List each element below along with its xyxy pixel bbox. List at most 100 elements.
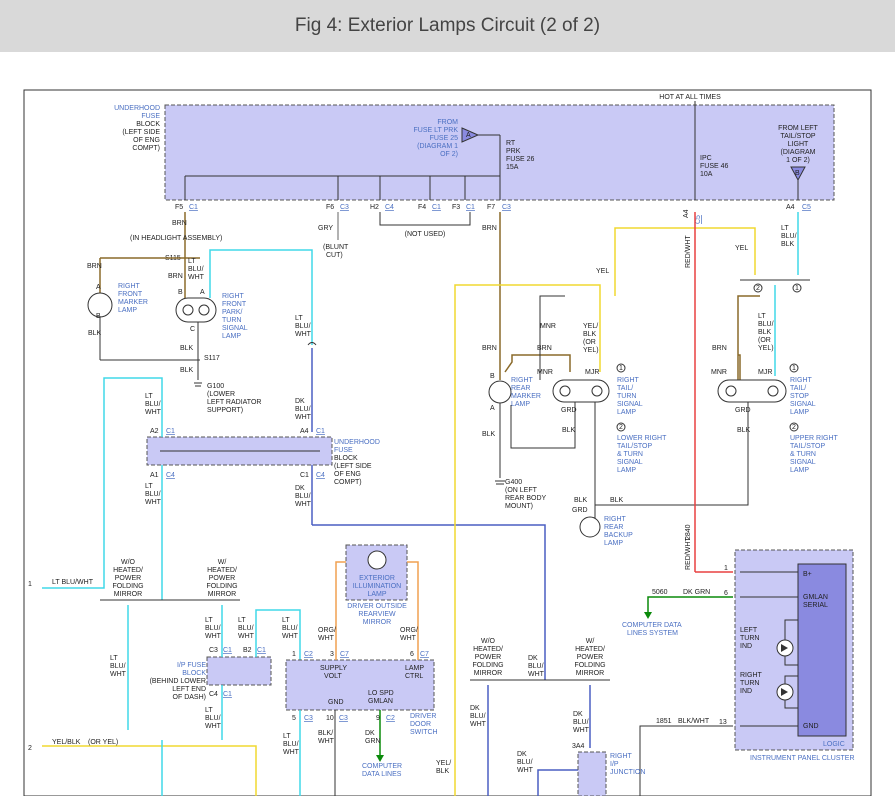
svg-text:HEATED/: HEATED/ [473,646,503,653]
svg-text:C4: C4 [209,691,218,698]
svg-text:5060: 5060 [652,589,668,596]
svg-text:LAMP: LAMP [405,665,424,672]
svg-text:MARKER: MARKER [118,299,148,306]
ipc-fuse-label: IPC FUSE 46 10A [700,155,729,178]
svg-text:B: B [178,289,183,296]
svg-text:POWER: POWER [209,575,235,582]
svg-text:WHT: WHT [295,331,312,338]
off-page-connector-b[interactable] [790,166,806,182]
svg-text:F4: F4 [418,204,426,211]
wo-heated-mirror-right: W/O HEATED/ POWER FOLDING MIRROR [472,638,503,677]
svg-text:RED/WHT: RED/WHT [685,235,692,268]
svg-text:FOLDING: FOLDING [574,662,605,669]
svg-text:BLU/: BLU/ [205,715,221,722]
svg-text:DRIVER: DRIVER [410,713,436,720]
svg-text:TAIL/STOP: TAIL/STOP [790,443,825,450]
svg-text:FROM: FROM [437,119,458,126]
pin-1-left: 1 [28,581,32,588]
connector-b-label: B [795,170,800,177]
logic-label: LOGIC [823,741,845,748]
svg-text:C3: C3 [340,204,349,211]
svg-text:2: 2 [756,285,760,292]
svg-text:BLK: BLK [180,345,194,352]
svg-text:LINES SYSTEM: LINES SYSTEM [627,630,678,637]
svg-text:GND: GND [803,723,819,730]
svg-text:WHT: WHT [470,721,487,728]
svg-text:9: 9 [376,715,380,722]
off-page-connector-a[interactable] [461,127,480,143]
svg-text:BLU/: BLU/ [295,406,311,413]
svg-text:YEL: YEL [596,268,609,275]
svg-text:LT: LT [238,617,246,624]
svg-text:A1: A1 [150,472,159,479]
svg-text:LAMP: LAMP [790,467,809,474]
svg-text:RIGHT: RIGHT [617,377,640,384]
svg-text:C7: C7 [420,651,429,658]
w-heated-mirror-left: W/ HEATED/ POWER FOLDING MIRROR [206,559,237,598]
page-title: Fig 4: Exterior Lamps Circuit (2 of 2) [294,15,601,36]
svg-text:A: A [490,405,495,412]
svg-text:C5: C5 [695,215,702,224]
right-front-park-label: RIGHT FRONT PARK/ TURN SIGNAL LAMP [222,293,248,340]
svg-text:WHT: WHT [295,414,312,421]
svg-text:1: 1 [619,365,623,372]
svg-text:LT: LT [145,393,153,400]
svg-text:LT: LT [205,707,213,714]
driver-door-switch-label: DRIVER DOOR SWITCH [410,713,438,736]
rt-prk-fuse-label: RT PRK FUSE 26 15A [506,140,535,171]
svg-text:(ON LEFT: (ON LEFT [505,487,538,494]
svg-text:BLK: BLK [758,329,772,336]
svg-text:MIRROR: MIRROR [114,591,142,598]
from-left-tail-label: FROM LEFT TAIL/STOP LIGHT (DIAGRAM 1 OF … [778,125,818,164]
svg-text:RIGHT: RIGHT [740,672,763,679]
ip-fuse-block-label: I/P FUSE BLOCK (BEHIND LOWER LEFT END OF… [150,662,207,701]
label-line: BLOCK [136,121,160,128]
svg-text:BLU/: BLU/ [282,625,298,632]
svg-text:C3: C3 [502,204,511,211]
svg-text:LIGHT: LIGHT [788,141,809,148]
svg-text:(BEHIND LOWER: (BEHIND LOWER [150,678,206,685]
svg-text:1 OF 2): 1 OF 2) [786,157,810,164]
svg-text:WHT: WHT [238,633,255,640]
svg-text:LT: LT [295,315,303,322]
svg-text:BLU/: BLU/ [470,713,486,720]
svg-text:2: 2 [619,424,623,431]
svg-text:RT: RT [506,140,516,147]
svg-text:TURN: TURN [617,393,636,400]
svg-text:FOLDING: FOLDING [206,583,237,590]
svg-text:10: 10 [326,715,334,722]
svg-text:BLK: BLK [88,330,102,337]
svg-text:B2: B2 [243,647,252,654]
svg-text:LEFT RADIATOR: LEFT RADIATOR [207,399,261,406]
svg-text:DOOR: DOOR [410,721,431,728]
svg-text:FRONT: FRONT [222,301,247,308]
svg-text:F5: F5 [175,204,183,211]
svg-text:G400: G400 [505,479,522,486]
label-line: COMPT) [132,145,160,152]
svg-text:BACKUP: BACKUP [604,532,633,539]
ip-fuse-block [206,656,272,686]
svg-text:15A: 15A [506,164,519,171]
svg-text:OF ENG: OF ENG [334,471,361,478]
svg-text:YEL): YEL) [583,347,599,354]
svg-text:ORG/: ORG/ [400,627,418,634]
right-tail-turn-label: RIGHT TAIL/ TURN SIGNAL LAMP [617,377,643,416]
svg-text:BLK: BLK [781,241,795,248]
label-line: (LEFT SIDE [122,129,160,136]
svg-text:BRN: BRN [87,263,102,270]
svg-text:REAR: REAR [604,524,623,531]
svg-text:DATA LINES: DATA LINES [362,771,402,778]
svg-text:& TURN: & TURN [790,451,816,458]
svg-text:MIRROR: MIRROR [208,591,236,598]
svg-text:LT: LT [110,655,118,662]
svg-text:RIGHT: RIGHT [118,283,141,290]
svg-text:DK: DK [470,705,480,712]
svg-text:FUSE 25: FUSE 25 [430,135,459,142]
svg-text:C4: C4 [385,204,394,211]
label-line: UNDERHOOD [114,105,160,112]
svg-text:MOUNT): MOUNT) [505,503,533,510]
svg-text:WHT: WHT [318,738,335,745]
svg-text:BLU/: BLU/ [283,741,299,748]
svg-text:C4: C4 [166,472,175,479]
svg-text:FUSE 46: FUSE 46 [700,163,729,170]
